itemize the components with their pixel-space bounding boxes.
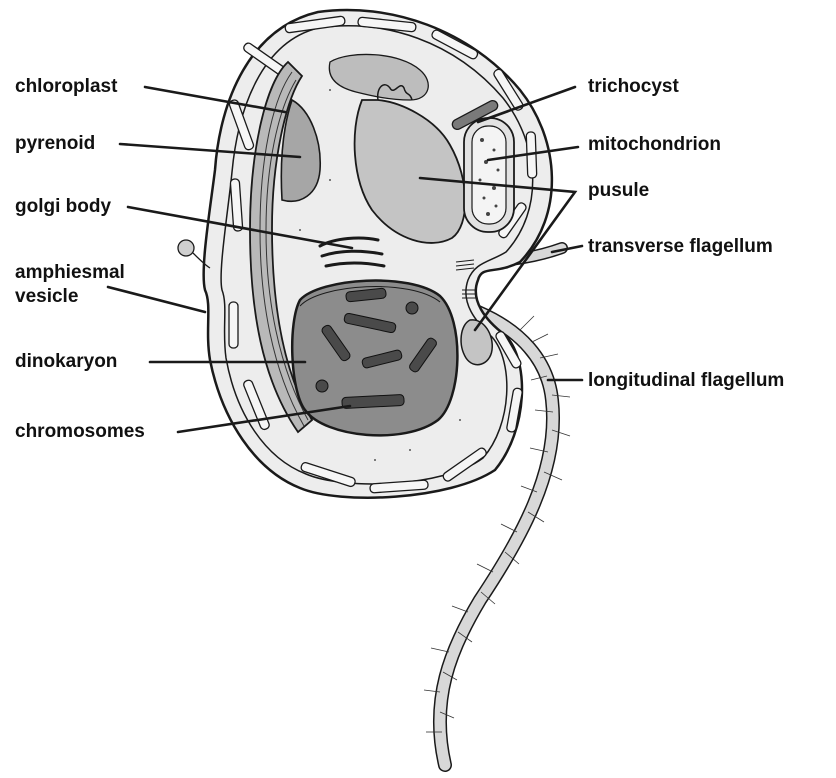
label-trichocyst: trichocyst xyxy=(588,76,679,98)
label-amphiesmal-line1: amphiesmal xyxy=(15,261,125,285)
label-mitochondrion: mitochondrion xyxy=(588,134,721,156)
label-transverse-flagellum: transverse flagellum xyxy=(588,236,773,258)
label-amphiesmal-line2: vesicle xyxy=(15,285,125,309)
label-longitudinal-flagellum: longitudinal flagellum xyxy=(588,370,784,392)
label-chloroplast: chloroplast xyxy=(15,76,117,98)
label-pyrenoid: pyrenoid xyxy=(15,133,95,155)
label-amphiesmal-vesicle: amphiesmal vesicle xyxy=(15,261,125,309)
label-dinokaryon: dinokaryon xyxy=(15,351,117,373)
label-golgi-body: golgi body xyxy=(15,196,111,218)
label-pusule: pusule xyxy=(588,180,649,202)
label-chromosomes: chromosomes xyxy=(15,421,145,443)
mitochondrion xyxy=(464,118,514,232)
